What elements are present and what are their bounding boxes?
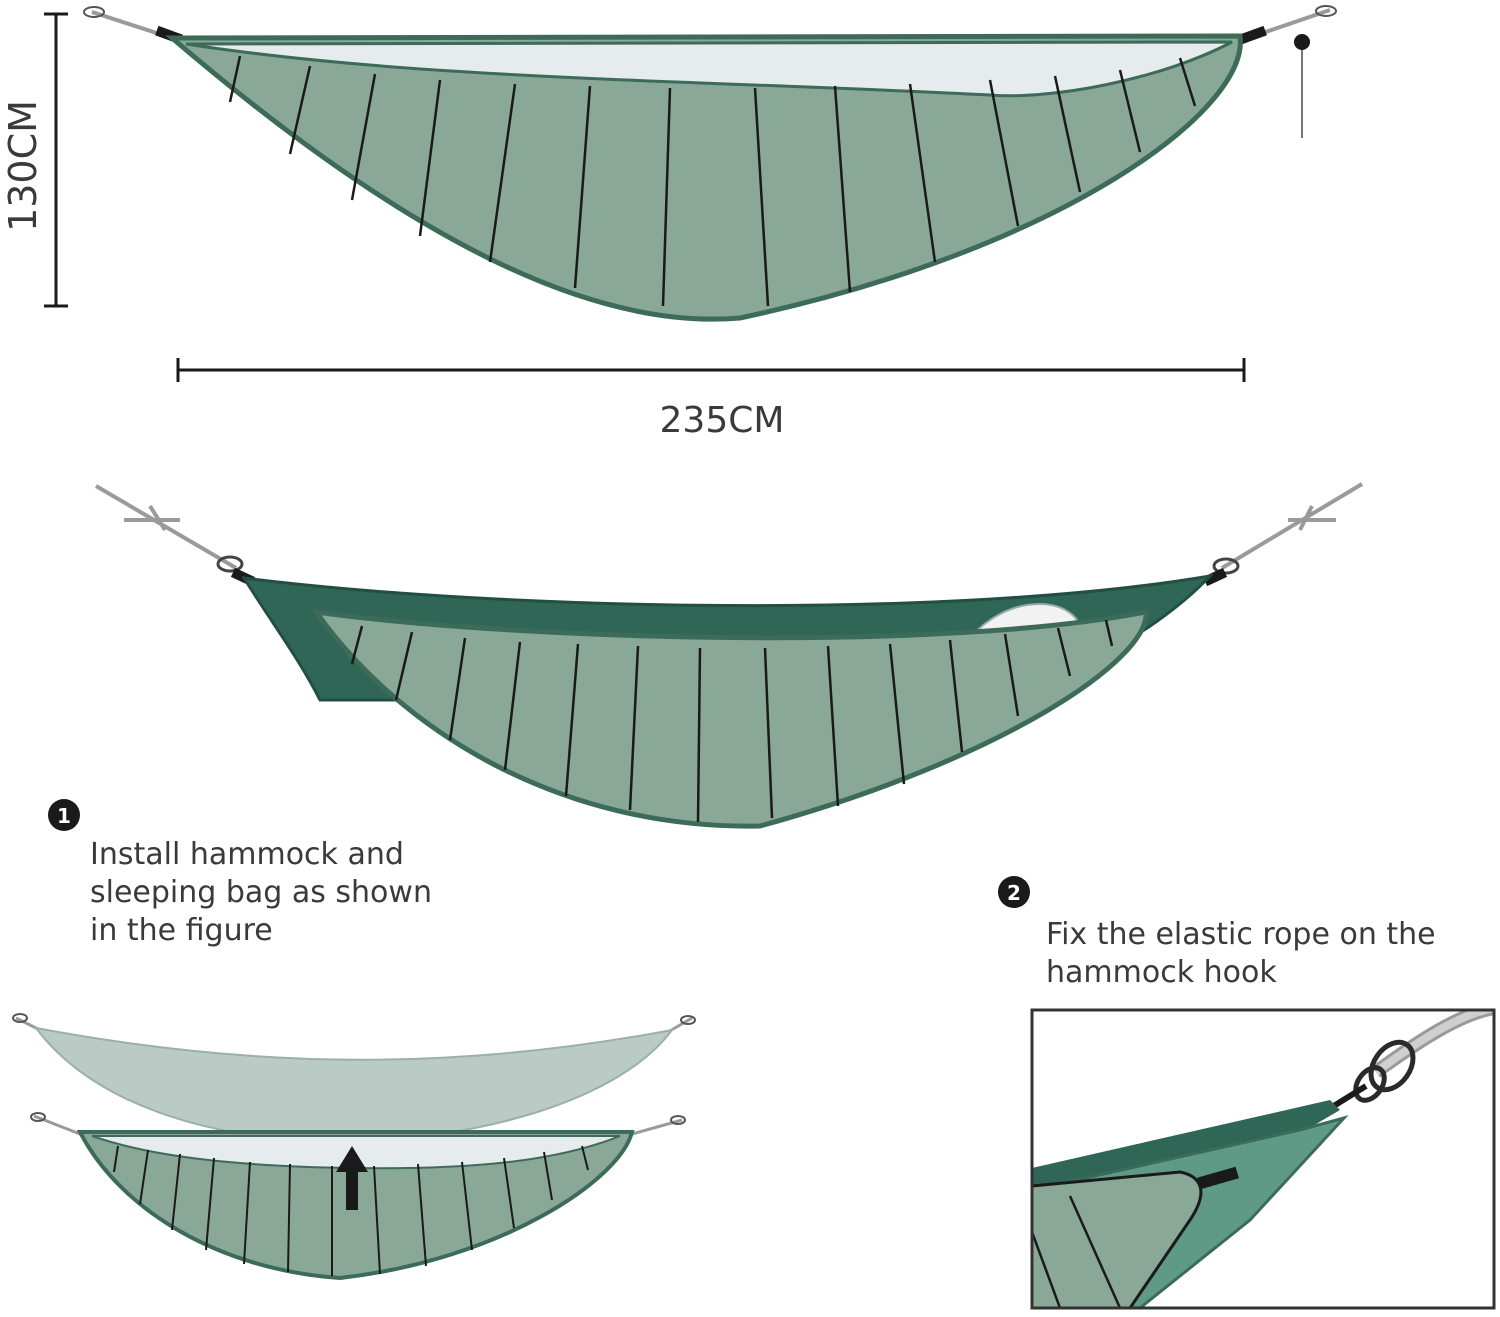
- clip-icon: [1239, 25, 1267, 45]
- step-1-line: Install hammock and: [90, 837, 404, 872]
- carabiner-icon: [1315, 5, 1337, 17]
- width-label: 235CM: [660, 400, 785, 441]
- hammock-with-underquilt-figure: [94, 482, 1364, 829]
- step-2-line: hammock hook: [1046, 955, 1277, 990]
- carabiner-icon: [30, 1112, 46, 1122]
- suspension-ropes: [94, 482, 1364, 570]
- hook-detail-figure: [1030, 1008, 1496, 1310]
- clip-icon: [1202, 567, 1228, 587]
- baffle-line: [1032, 1231, 1062, 1308]
- hook-icon: [1353, 1039, 1416, 1103]
- height-dimension: 130CM: [1, 12, 68, 308]
- baffle-line: [1068, 1195, 1122, 1308]
- step-1-line: in the figure: [90, 913, 273, 948]
- carabiner-icon: [1212, 557, 1240, 575]
- carabiner-icon: [83, 6, 105, 18]
- carabiner-icon: [670, 1115, 686, 1125]
- step-2-number: 2: [1007, 881, 1021, 905]
- carabiner-icon: [680, 1015, 696, 1025]
- assembly-figure: [12, 1013, 696, 1281]
- hammock-light: [33, 1026, 675, 1144]
- height-label: 130CM: [1, 100, 45, 232]
- step-1-number: 1: [57, 804, 71, 828]
- baffle-lines: [228, 55, 1197, 307]
- step-2-badge: [998, 876, 1030, 908]
- underquilt-body: [165, 33, 1243, 322]
- toggle-icon: [1294, 34, 1310, 50]
- baffle-lines: [350, 619, 1114, 823]
- step-1-line: sleeping bag as shown: [90, 875, 432, 910]
- arrow-up-icon: [336, 1146, 368, 1210]
- baffle-lines: [113, 1145, 589, 1276]
- detail-frame: [1030, 1008, 1496, 1310]
- carabiner-icon: [12, 1013, 28, 1023]
- step-2: 2 Fix the elastic rope on the hammock ho…: [998, 876, 1436, 990]
- carabiner-icon: [216, 555, 244, 573]
- width-dimension: 235CM: [176, 358, 1246, 441]
- underquilt-liner: [185, 40, 1233, 98]
- step-1: 1 Install hammock and sleeping bag as sh…: [48, 799, 432, 948]
- underquilt-body: [310, 608, 1149, 829]
- clip-icon: [1197, 1166, 1239, 1190]
- step-1-badge: [48, 799, 80, 831]
- step-2-line: Fix the elastic rope on the: [1046, 917, 1436, 952]
- top-underquilt-figure: [83, 5, 1337, 322]
